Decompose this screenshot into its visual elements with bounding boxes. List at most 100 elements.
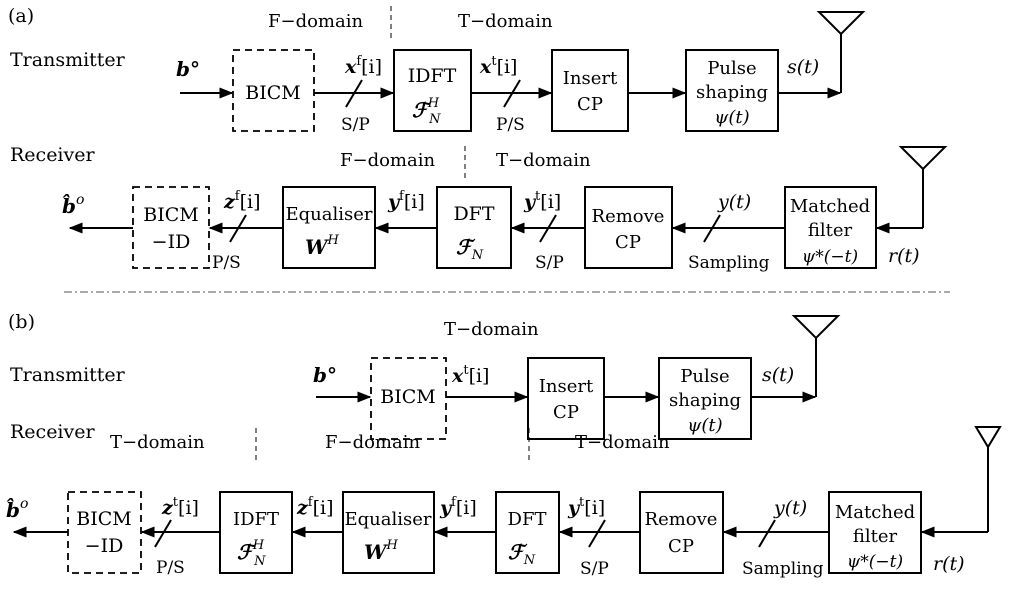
- rx-output-bits: b̂o: [62, 192, 84, 218]
- bicm-id-line2-b: −ID: [85, 535, 124, 557]
- rx-sp-label: S/P: [535, 253, 564, 273]
- rx-ps-label-b: P/S: [156, 558, 185, 578]
- insert-cp-line1: Insert: [563, 68, 618, 89]
- tx-tdomain-label-b: T−domain: [444, 319, 539, 340]
- rx-tdomain-left-label: T−domain: [110, 432, 205, 453]
- sampling-label: Sampling: [688, 253, 770, 273]
- ps-label: P/S: [496, 115, 525, 135]
- tx-input-bits: b°: [176, 57, 200, 81]
- pulse-shaping-line1: Pulse: [707, 58, 756, 79]
- sampling-slash: [703, 214, 721, 243]
- st-label-b: s(t): [762, 364, 794, 386]
- equaliser-label: Equaliser: [286, 204, 373, 225]
- equaliser-matrix-b: WH: [364, 538, 398, 564]
- equaliser-matrix: WH: [305, 233, 339, 259]
- receiver-label-b: Receiver: [10, 421, 95, 443]
- mf-line3: ψ*(−t): [802, 247, 858, 267]
- rx-tdomain-label: T−domain: [496, 150, 591, 171]
- sampling-slash-b: [758, 519, 776, 548]
- pulse-shaping-line2-b: shaping: [669, 390, 741, 411]
- pulse-shaping-line1-b: Pulse: [680, 366, 729, 387]
- transmitter-label: Transmitter: [10, 49, 126, 71]
- pulse-shaping-line2: shaping: [696, 82, 768, 103]
- equaliser-block-b: [342, 491, 435, 574]
- mf-line3-b: ψ*(−t): [847, 552, 903, 572]
- dft-block: [436, 186, 512, 269]
- tx-fdomain-label: F−domain: [268, 11, 363, 32]
- remove-cp-block-b: [639, 491, 724, 574]
- zf-label: zf[i]: [223, 189, 261, 213]
- bicm-id-block-b: [67, 491, 142, 574]
- insert-cp-line2-b: CP: [553, 402, 579, 423]
- panel-a: (a) Transmitter F−domain T−domain b° BIC…: [8, 5, 948, 273]
- bicm-id-line2: −ID: [152, 231, 191, 253]
- rt-label: r(t): [888, 245, 920, 267]
- rx-ps-label: P/S: [212, 253, 241, 273]
- dft-matrix-b: ℱN: [508, 540, 536, 568]
- zt-label-b: zt[i]: [161, 495, 199, 519]
- mf-line1: Matched: [790, 196, 870, 217]
- pulse-shaping-block: [685, 49, 779, 132]
- idft-label: IDFT: [408, 65, 457, 87]
- dft-block-b: [495, 491, 560, 574]
- rx-tdomain-right-label: T−domain: [575, 432, 670, 453]
- bicm-block: [232, 49, 315, 132]
- panel-b-label: (b): [8, 311, 35, 333]
- rx-ps-slash-b: [154, 519, 172, 548]
- remove-cp-line1: Remove: [592, 206, 665, 227]
- matched-filter-block: [784, 186, 877, 269]
- insert-cp-line2: CP: [577, 94, 603, 115]
- y-signal-label: y(t): [717, 191, 751, 213]
- idft-label-b: IDFT: [233, 509, 279, 530]
- pulse-shaping-line3-b: ψ(t): [687, 415, 722, 436]
- sampling-label-b: Sampling: [742, 559, 824, 579]
- pulse-shaping-block-b: [658, 357, 752, 440]
- mf-line2-b: filter: [853, 526, 898, 547]
- rx-output-bits-b: b̂o: [6, 496, 28, 522]
- insert-cp-block-b: [527, 357, 605, 440]
- panel-b: (b) Transmitter T−domain b° BICM xt[i] I…: [6, 311, 1002, 579]
- rx-antenna-icon-b: [974, 426, 1002, 449]
- yt-label-b: yt[i]: [567, 495, 605, 519]
- ps-slash: [503, 79, 521, 108]
- tx-antenna-icon: [816, 11, 866, 36]
- rx-antenna-icon: [898, 146, 948, 171]
- tx-antenna-icon-b: [791, 315, 841, 340]
- pulse-shaping-line3: ψ(t): [714, 107, 749, 128]
- yf-label: yf[i]: [387, 189, 425, 213]
- xf-label: xf[i]: [344, 54, 382, 78]
- insert-cp-block: [551, 49, 629, 132]
- rx-sp-label-b: S/P: [580, 559, 609, 579]
- remove-cp-line1-b: Remove: [645, 509, 718, 530]
- receiver-label: Receiver: [10, 144, 95, 166]
- dft-label: DFT: [453, 203, 494, 225]
- tx-input-bits-b: b°: [313, 363, 337, 387]
- rx-fdomain-label: F−domain: [340, 150, 435, 171]
- mf-line1-b: Matched: [835, 502, 915, 523]
- remove-cp-block: [584, 186, 673, 269]
- idft-block-b: [219, 491, 293, 574]
- y-signal-label-b: y(t): [773, 497, 807, 519]
- bicm-id-line1: BICM: [143, 204, 198, 226]
- equaliser-label-b: Equaliser: [345, 509, 432, 530]
- bicm-label: BICM: [245, 82, 300, 104]
- dft-label-b: DFT: [508, 509, 547, 530]
- bicm-label-b: BICM: [380, 386, 435, 408]
- yf-label-b: yf[i]: [439, 495, 477, 519]
- rx-fdomain-label-b: F−domain: [325, 432, 420, 453]
- zf-label-b: zf[i]: [296, 495, 334, 519]
- transmitter-label-b: Transmitter: [10, 364, 126, 386]
- dft-matrix: ℱN: [456, 235, 484, 263]
- mf-line2: filter: [808, 220, 853, 241]
- bicm-block-b: [370, 357, 447, 440]
- rx-sp-slash-b: [588, 519, 606, 548]
- remove-cp-line2-b: CP: [668, 536, 694, 557]
- bicm-id-line1-b: BICM: [76, 508, 131, 530]
- equaliser-block: [282, 186, 376, 269]
- xt-label-b: xt[i]: [451, 363, 489, 387]
- remove-cp-line2: CP: [615, 232, 641, 253]
- panel-a-label: (a): [8, 5, 34, 27]
